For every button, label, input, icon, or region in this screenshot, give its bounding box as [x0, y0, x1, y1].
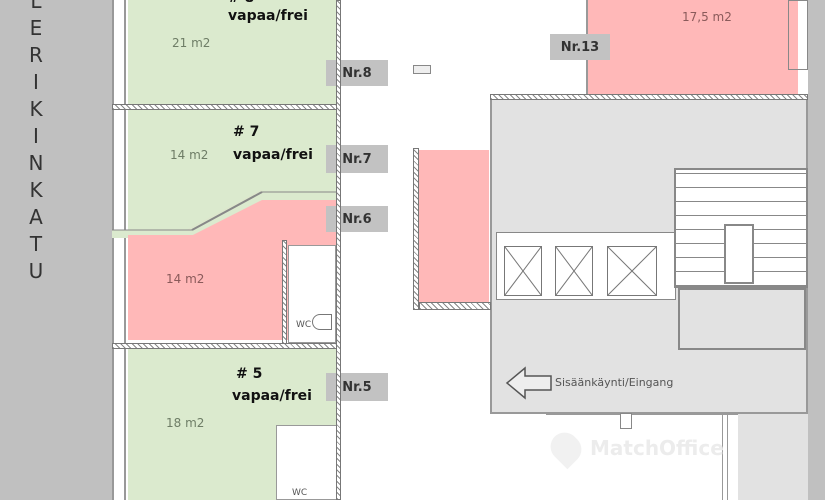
unit-8-area: 21 m2 [172, 36, 211, 50]
wall [788, 0, 808, 70]
unit-5-area: 18 m2 [166, 416, 205, 430]
unit-5-number: # 5 [236, 366, 263, 382]
adjacent-area [738, 414, 808, 500]
street [0, 0, 112, 500]
unit-8-number: # 8 [228, 0, 254, 6]
unit-7-number: # 7 [233, 124, 260, 140]
elevator-icon [504, 246, 542, 296]
entrance-arrow-icon [505, 366, 552, 400]
toilet-icon [312, 314, 332, 330]
unit-13-label[interactable]: Nr.13 [550, 34, 610, 60]
column [413, 65, 431, 74]
watermark: MatchOffice [590, 436, 724, 460]
unit-6-area: 14 m2 [166, 272, 205, 286]
wc-room [276, 425, 338, 500]
elevator-icon [607, 246, 657, 296]
unit-13-area: 17,5 m2 [682, 10, 732, 24]
landing [678, 288, 806, 350]
wall [722, 414, 728, 500]
entrance-label: Sisäänkäynti/Eingang [555, 376, 674, 389]
exterior-edge [808, 0, 825, 500]
unit-13 [586, 0, 798, 94]
wall [282, 240, 287, 344]
wc-label: WC [292, 488, 308, 498]
wall [413, 148, 419, 310]
storage-unit [419, 150, 489, 302]
elevator-icon [555, 246, 593, 296]
unit-8 [128, 0, 338, 104]
column [620, 413, 632, 429]
wc-label: WC [296, 320, 312, 330]
wall [490, 94, 808, 100]
unit-7-area: 14 m2 [170, 148, 209, 162]
unit-7-status: vapaa/frei [233, 147, 313, 163]
street-name: L E R I K I N K A T U [28, 0, 44, 283]
unit-5-status: vapaa/frei [232, 388, 312, 404]
stair-well [724, 224, 754, 284]
wall [419, 302, 491, 310]
wall [336, 0, 341, 500]
watermark-pin-icon [544, 426, 588, 470]
unit-8-status: vapaa/frei [228, 8, 308, 24]
exterior-wall [112, 0, 126, 500]
facade-line [546, 412, 808, 415]
